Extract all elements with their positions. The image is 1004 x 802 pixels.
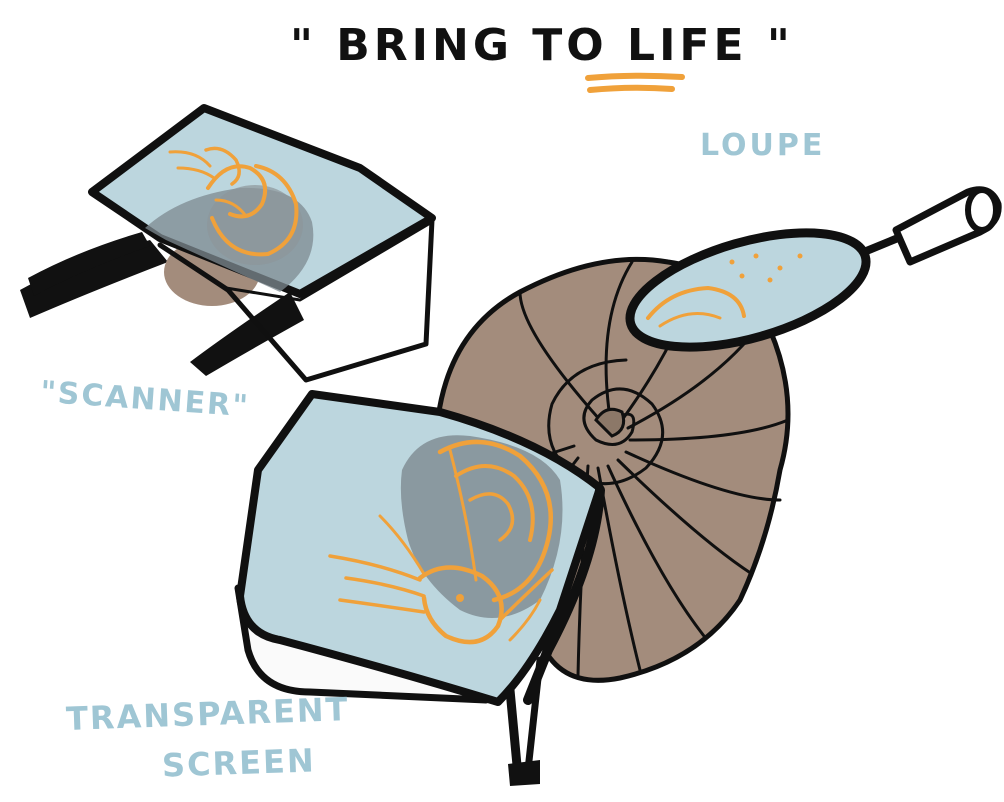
magnifying-loupe: [617, 190, 998, 370]
title-underline: [588, 76, 682, 90]
loupe-label: LOUPE: [700, 128, 825, 163]
page-title: " BRING TO LIFE ": [290, 20, 794, 71]
transparent-screen-label-line2: SCREEN: [161, 741, 316, 784]
scanner-device: [20, 108, 432, 380]
